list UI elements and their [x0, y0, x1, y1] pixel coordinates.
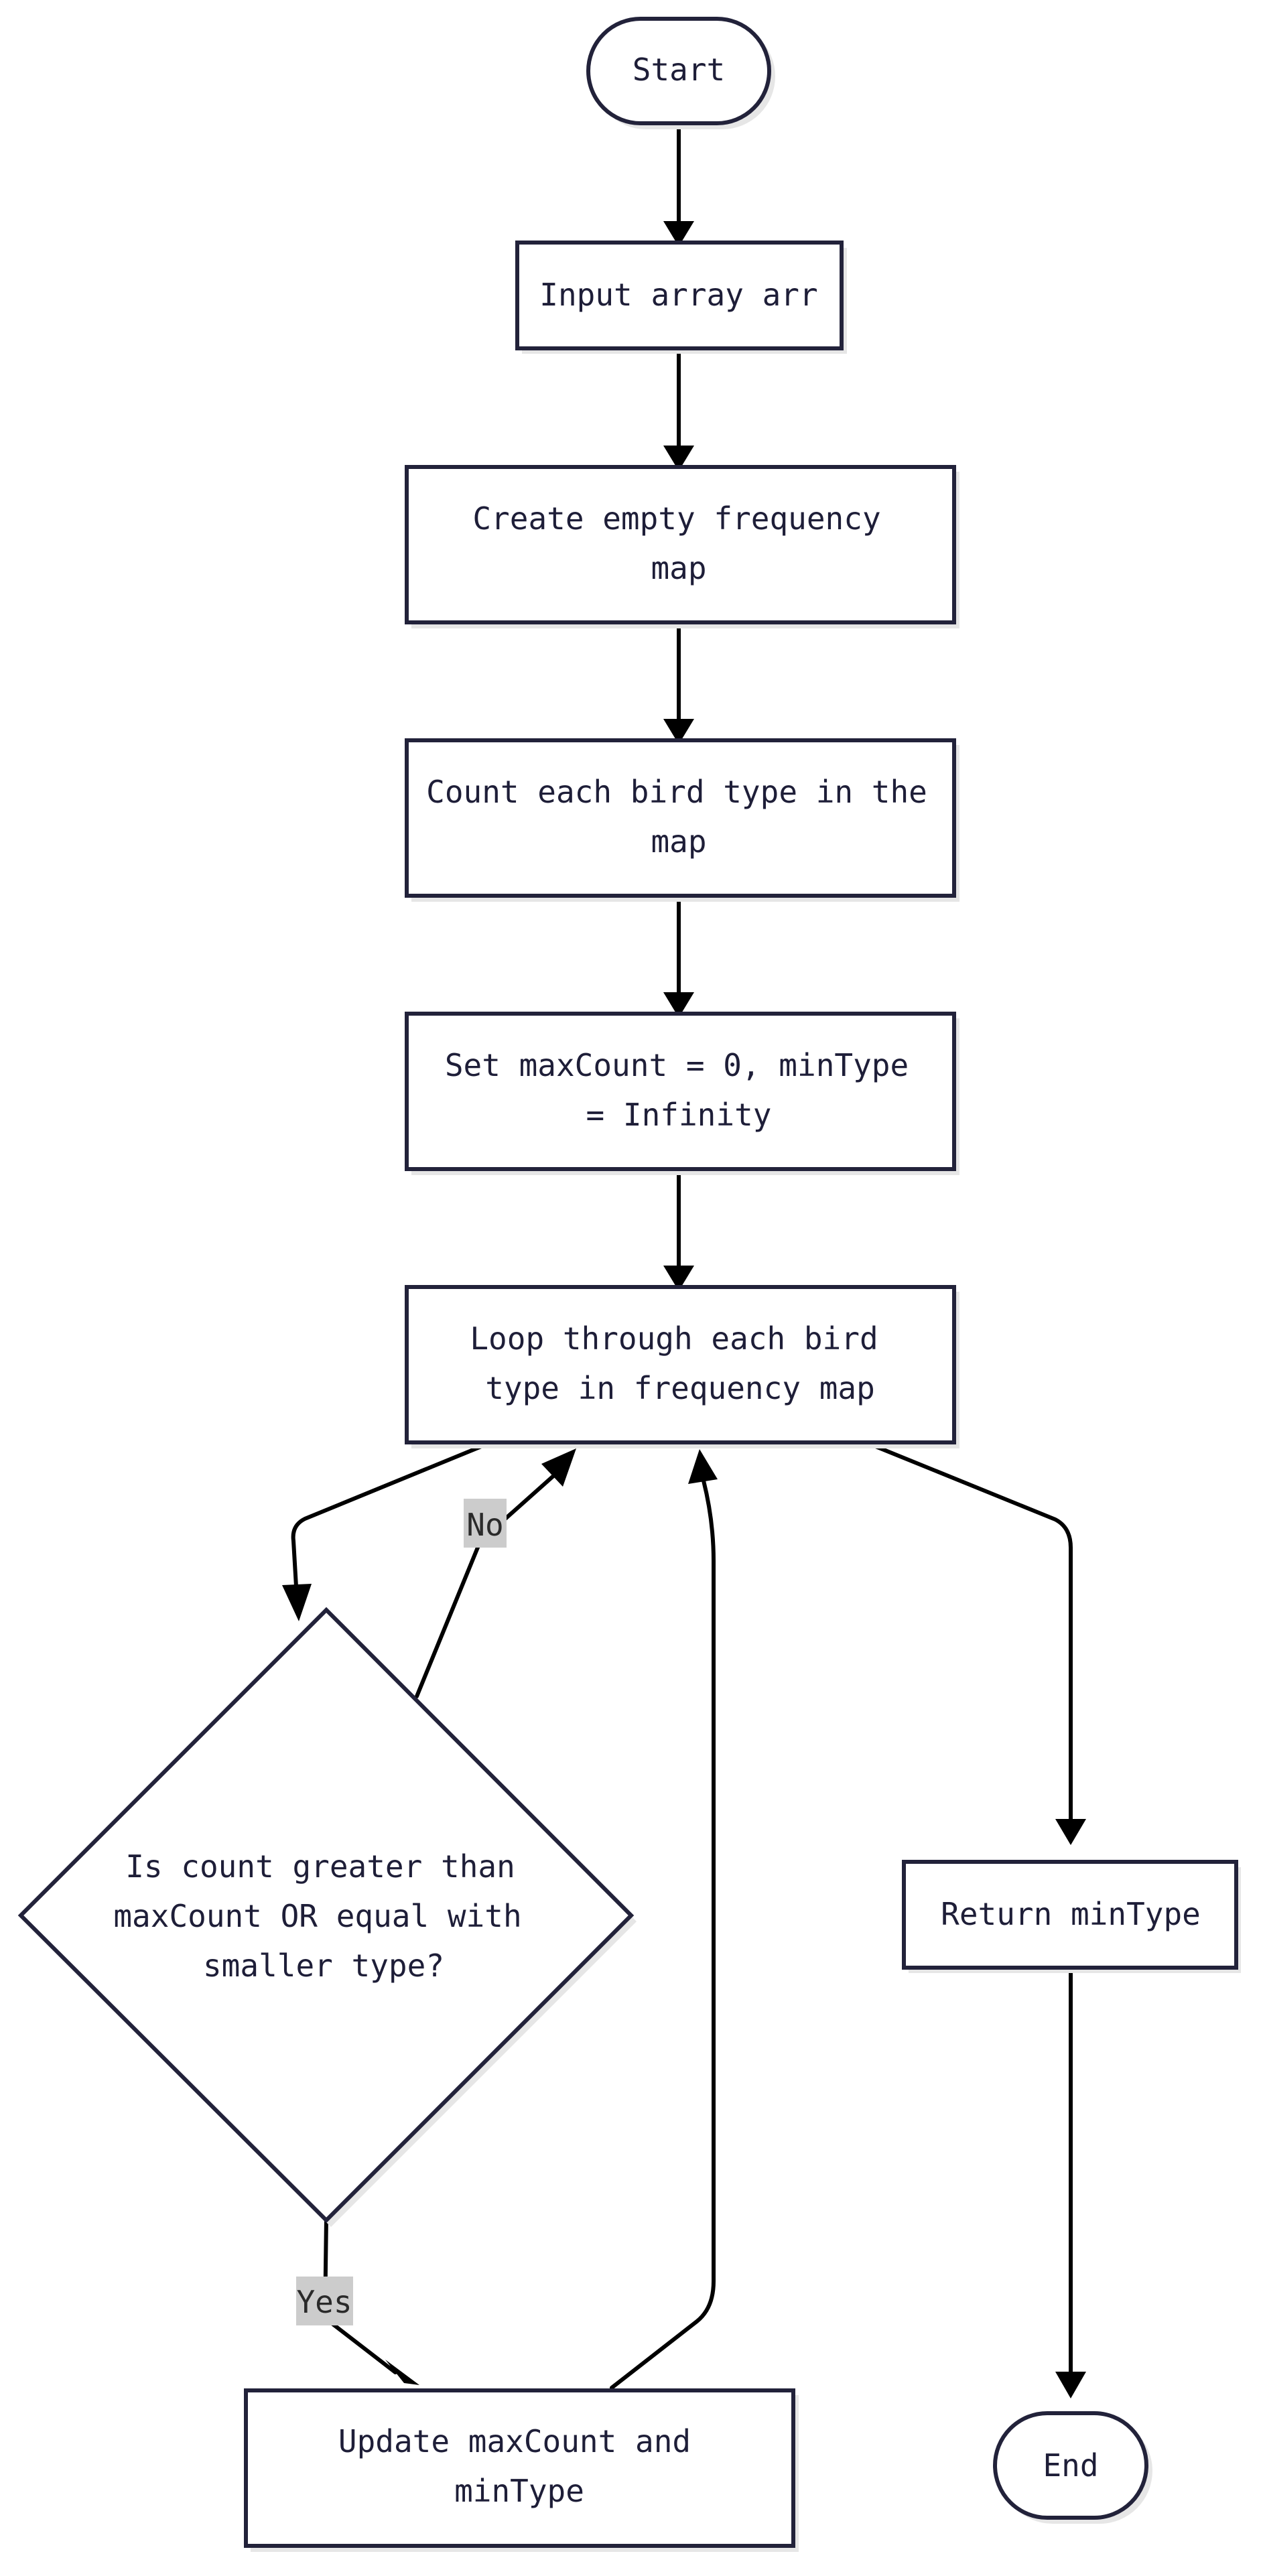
edge-update-to-loop: [610, 1479, 716, 2390]
node-input: Input array arr: [515, 241, 847, 354]
arrowhead-return-to-end: [1055, 2372, 1086, 2398]
node-start-label: Start: [633, 52, 725, 88]
node-create-map-line1: Create empty frequency: [472, 500, 880, 537]
arrowhead-count-to-set: [663, 992, 694, 1018]
node-update: Update maxCount and minType: [244, 2388, 799, 2552]
arrowhead-set-to-loop: [663, 1266, 694, 1291]
arrowhead-input-to-create: [663, 446, 694, 471]
node-start: Start: [586, 17, 775, 129]
node-loop-line2: type in frequency map: [485, 1370, 875, 1406]
node-return: Return minType: [902, 1860, 1241, 1973]
arrowhead-create-to-count: [663, 719, 694, 744]
node-decision: Is count greater than maxCount OR equal …: [17, 1607, 637, 2227]
arrowhead-loop-to-return: [1055, 1819, 1086, 1845]
arrowhead-loop-to-decision: [282, 1584, 312, 1621]
node-count-line2: map: [651, 823, 706, 860]
arrowhead-decision-yes-to-update: [385, 2360, 419, 2385]
node-set-vars-line2: = Infinity: [586, 1097, 772, 1133]
node-loop-line1: Loop through each bird: [470, 1320, 878, 1357]
node-set-vars-line1: Set maxCount = 0, minType: [445, 1047, 909, 1083]
no-label: No: [466, 1507, 503, 1543]
node-decision-line3: smaller type?: [203, 1948, 444, 1984]
node-set-vars: Set maxCount = 0, minType = Infinity: [405, 1012, 959, 1175]
node-create-map-line2: map: [651, 550, 706, 586]
node-create-map: Create empty frequency map: [405, 465, 959, 628]
yes-label: Yes: [296, 2284, 352, 2320]
node-loop: Loop through each bird type in frequency…: [405, 1285, 959, 1448]
arrowhead-update-to-loop: [688, 1449, 718, 1484]
node-return-label: Return minType: [941, 1896, 1201, 1932]
node-end: End: [993, 2411, 1152, 2524]
edge-labels: No Yes: [296, 1499, 507, 2325]
no-label-bg: [464, 1499, 507, 1548]
node-input-label: Input array arr: [539, 277, 817, 313]
node-decision-line2: maxCount OR equal with: [113, 1898, 521, 1934]
arrowhead-decision-no-to-loop: [541, 1448, 576, 1487]
node-count-line1: Count each bird type in the: [426, 774, 927, 810]
yes-label-bg: [296, 2277, 353, 2325]
node-decision-line1: Is count greater than: [125, 1848, 515, 1885]
arrowhead-start-to-input: [663, 221, 694, 247]
node-update-line1: Update maxCount and: [338, 2423, 691, 2459]
node-count: Count each bird type in the map: [405, 738, 959, 902]
edge-loop-to-return: [864, 1440, 1073, 1821]
edge-loop-to-decision: [291, 1440, 493, 1588]
node-end-label: End: [1043, 2447, 1098, 2484]
node-update-line2: minType: [454, 2473, 584, 2509]
